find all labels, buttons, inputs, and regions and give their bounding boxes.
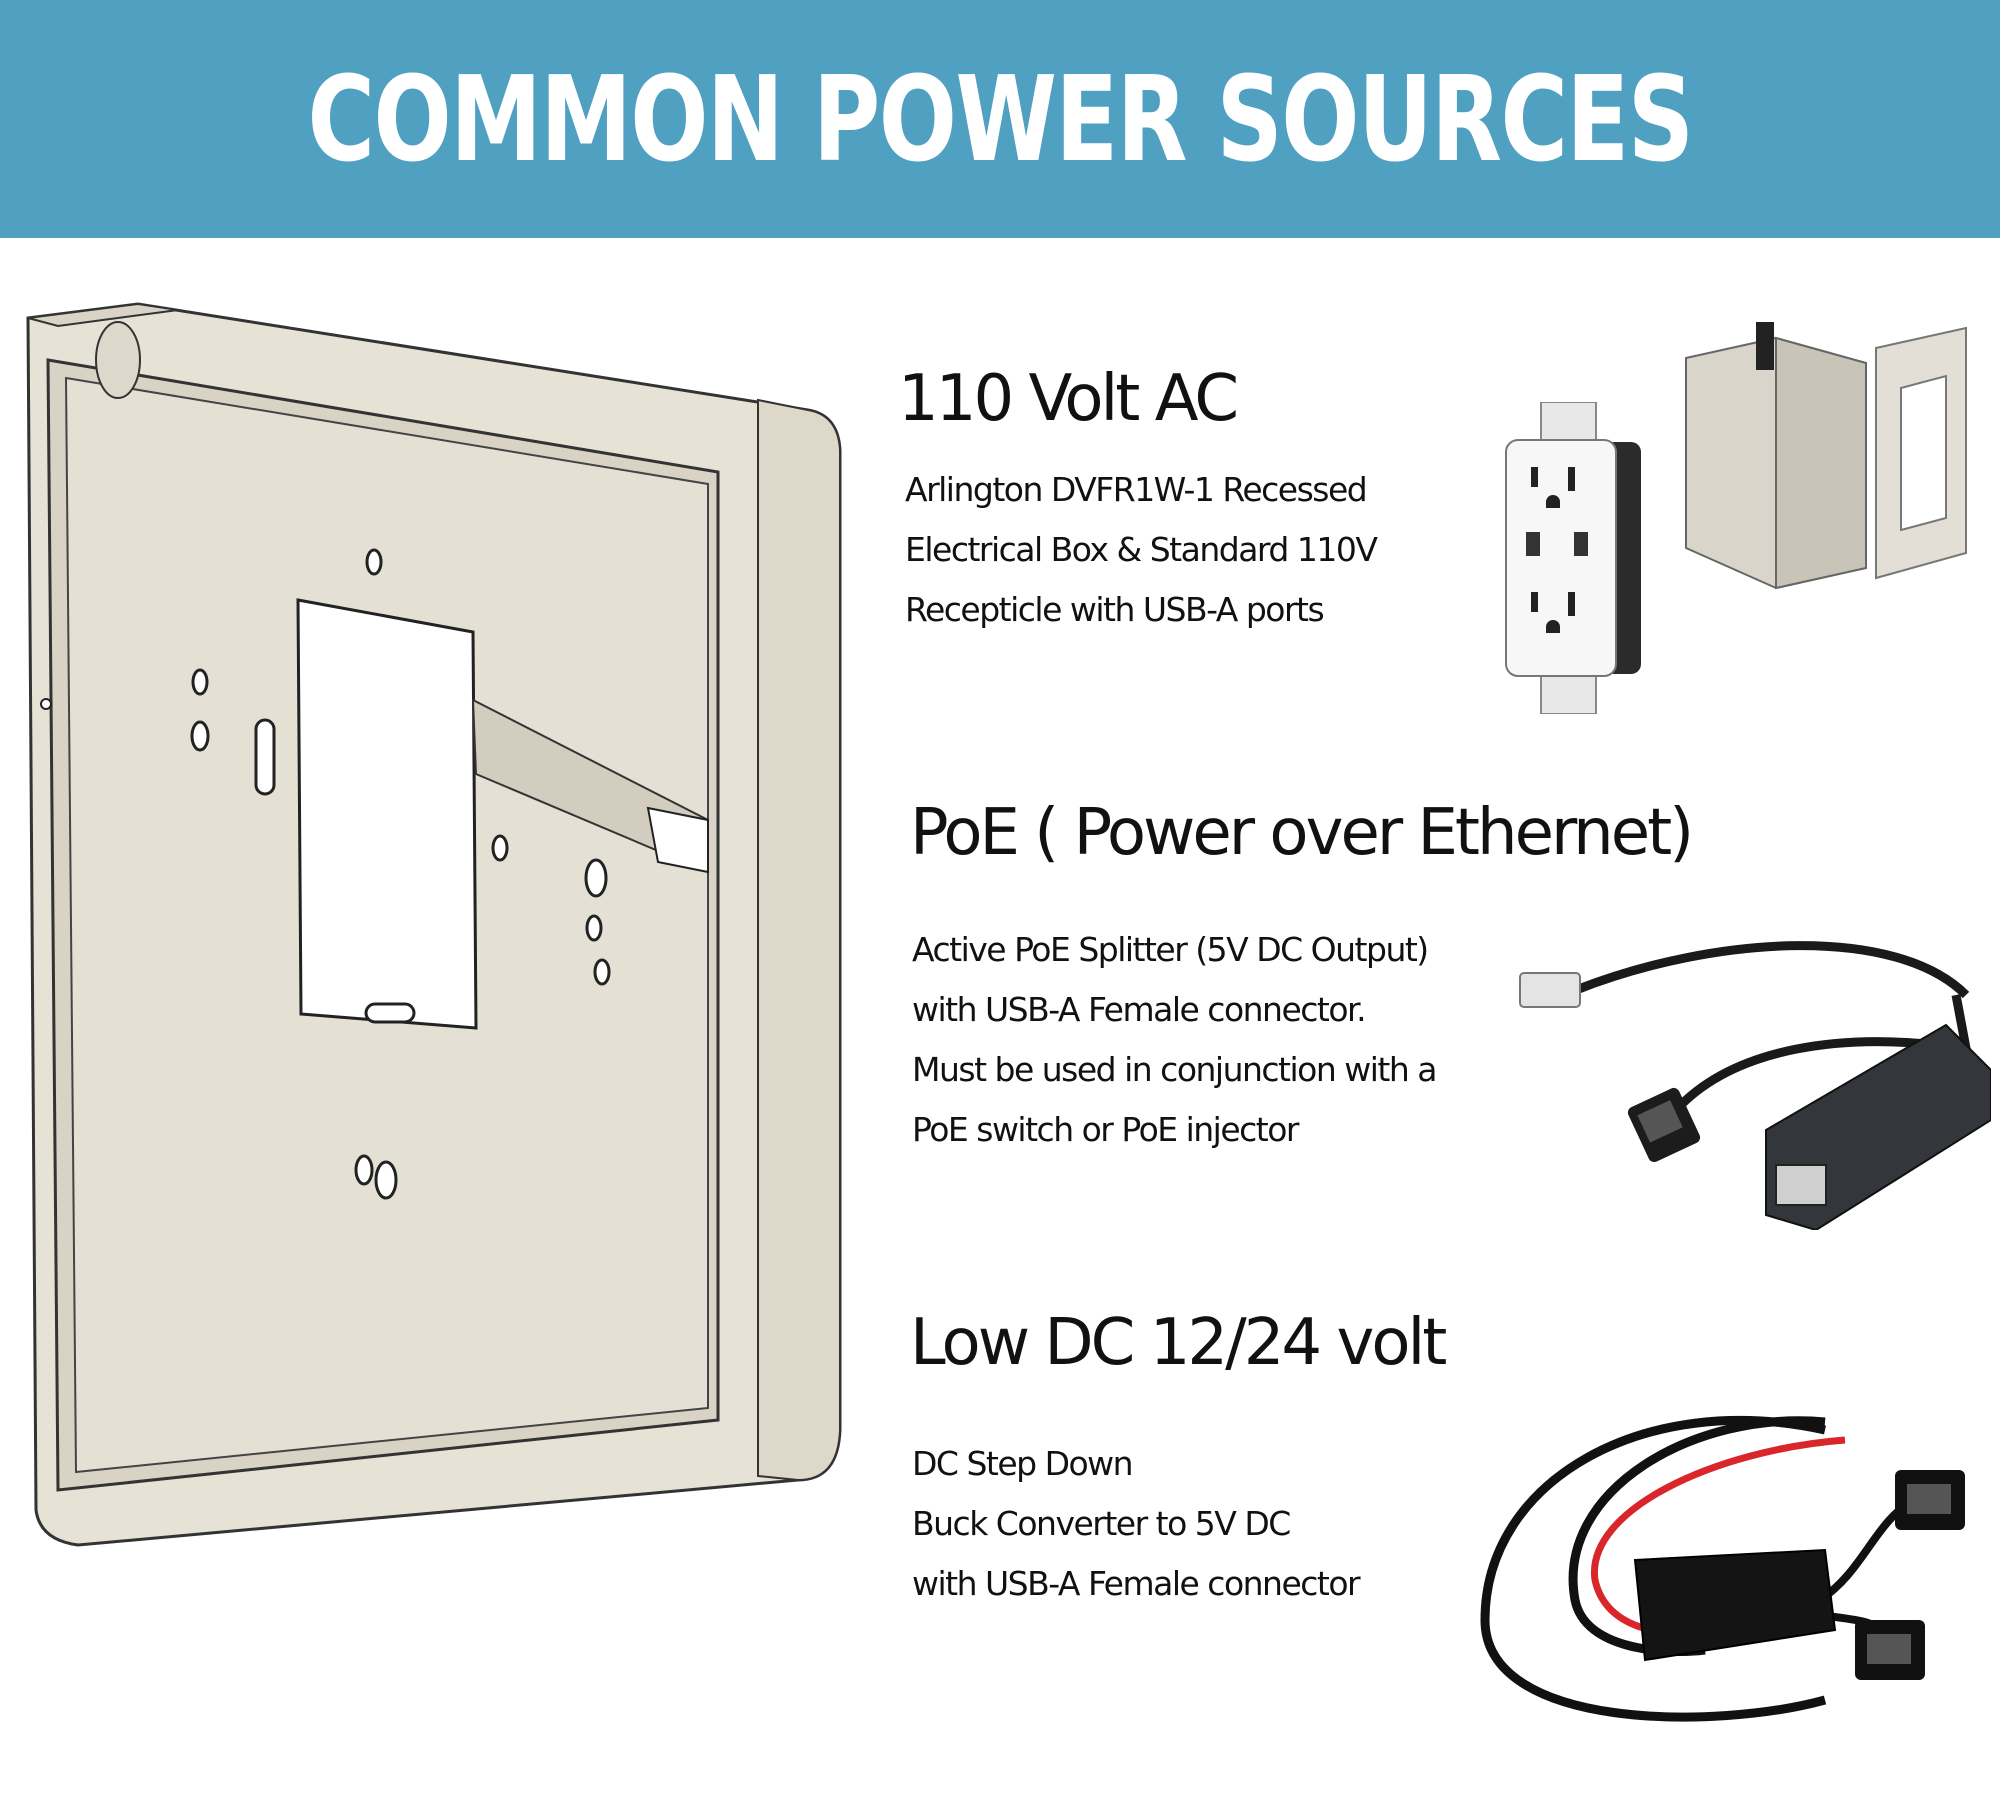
section-description-110v: Arlington DVFR1W-1 Recessed Electrical B… bbox=[905, 460, 1378, 640]
description-line: with USB-A Female connector bbox=[912, 1564, 1361, 1603]
section-heading-poe: PoE ( Power over Ethernet) bbox=[910, 796, 1694, 870]
description-line: Electrical Box & Standard 110V bbox=[905, 530, 1378, 569]
section-heading-110v: 110 Volt AC bbox=[898, 362, 1239, 436]
usb-receptacle-image bbox=[1505, 402, 1641, 714]
title-banner bbox=[0, 0, 2000, 238]
recessed-box-image bbox=[1685, 322, 1967, 590]
description-line: PoE switch or PoE injector bbox=[912, 1110, 1300, 1149]
description-line: DC Step Down bbox=[912, 1444, 1134, 1483]
description-line: Buck Converter to 5V DC bbox=[912, 1504, 1291, 1543]
tablet-mount-frame-image bbox=[26, 302, 842, 1547]
page-title: COMMON POWER SOURCES bbox=[307, 50, 1695, 188]
dc-buck-converter-image bbox=[1480, 1416, 1965, 1722]
description-line: Recepticle with USB-A ports bbox=[905, 590, 1325, 629]
poe-splitter-image bbox=[1519, 941, 1991, 1230]
description-line: Arlington DVFR1W-1 Recessed bbox=[905, 470, 1368, 509]
description-line: Active PoE Splitter (5V DC Output) bbox=[912, 930, 1429, 969]
section-description-low-dc: DC Step Down Buck Converter to 5V DC wit… bbox=[912, 1434, 1361, 1614]
description-line: with USB-A Female connector. bbox=[912, 990, 1367, 1029]
section-description-poe: Active PoE Splitter (5V DC Output) with … bbox=[912, 920, 1438, 1160]
section-heading-low-dc: Low DC 12/24 volt bbox=[910, 1306, 1447, 1380]
description-line: Must be used in conjunction with a bbox=[912, 1050, 1438, 1089]
